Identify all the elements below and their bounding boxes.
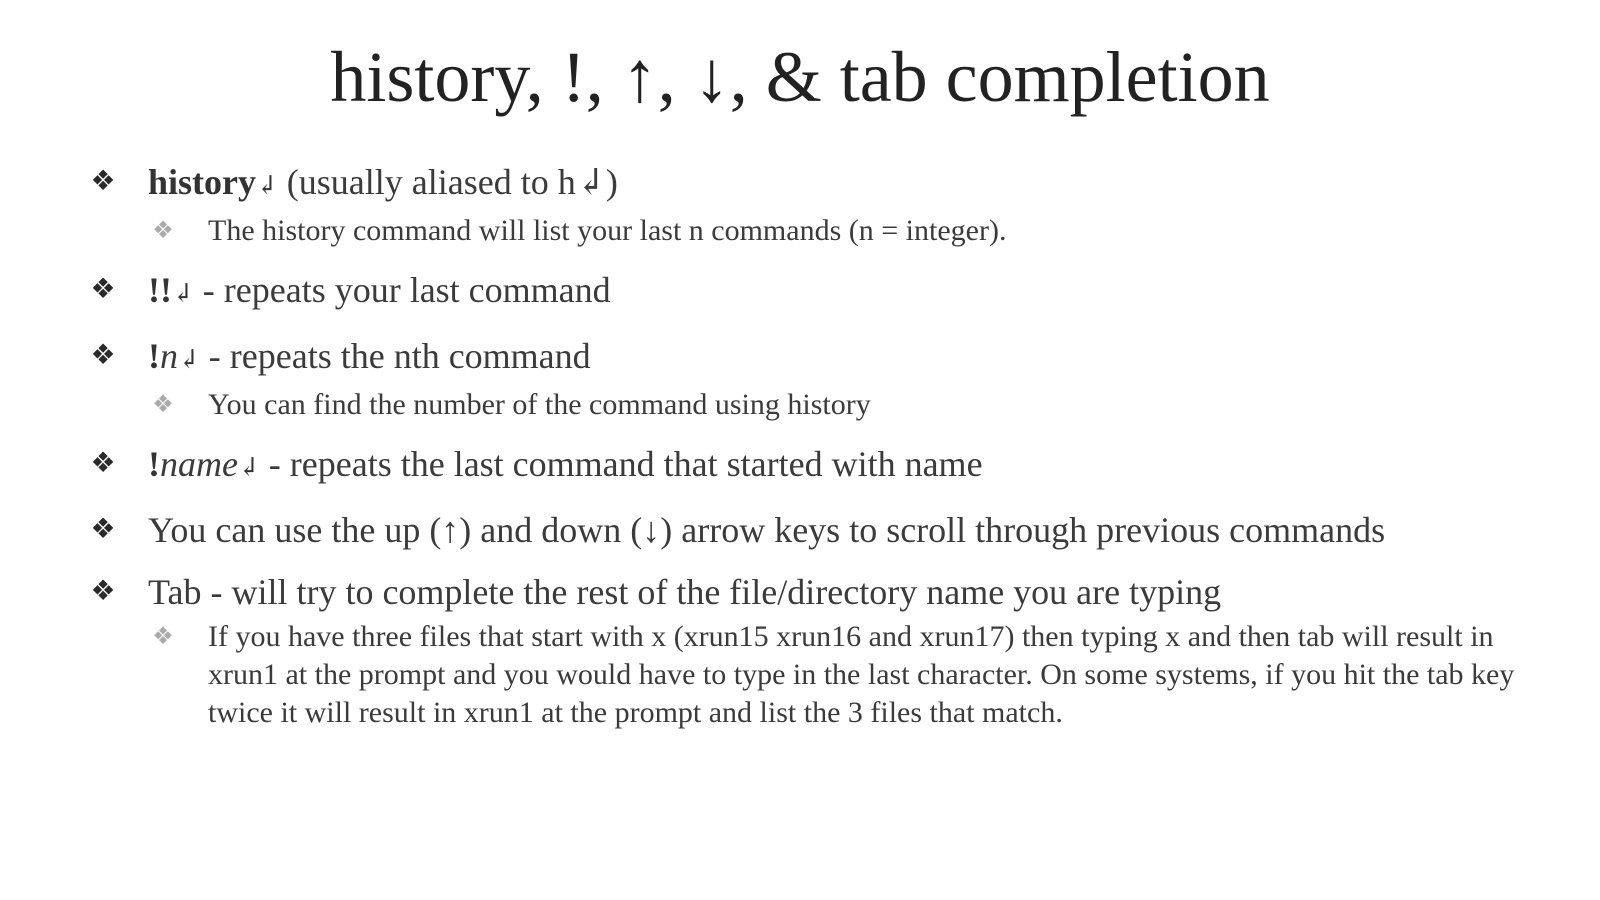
diamond-bullet-icon: ❖ [90, 166, 116, 197]
diamond-bullet-icon: ❖ [90, 340, 116, 371]
diamond-bullet-icon: ❖ [152, 392, 174, 418]
diamond-bullet-icon: ❖ [152, 624, 174, 650]
sub-bullet-bang-n: ❖ You can find the number of the command… [148, 386, 1518, 424]
bullet-bang-name: ❖ !name↲ - repeats the last command that… [88, 442, 1518, 490]
command-history: history [148, 162, 256, 202]
bullet-text: Tab - will try to complete the rest of t… [148, 572, 1222, 612]
command-arg-name: name [160, 444, 238, 484]
command-bang: ! [148, 336, 160, 376]
slide-title: history, !, ↑, ↓, & tab completion [330, 37, 1270, 117]
diamond-bullet-icon: ❖ [90, 274, 116, 305]
sub-bullet-history: ❖ The history command will list your las… [148, 212, 1518, 250]
diamond-bullet-icon: ❖ [152, 218, 174, 244]
bullet-text: (usually aliased to h↲) [277, 162, 618, 202]
enter-key-icon: ↲ [256, 171, 278, 200]
enter-key-icon: ↲ [171, 279, 194, 308]
bullet-bang-n: ❖ !n↲ - repeats the nth command ❖ You ca… [88, 334, 1518, 424]
diamond-bullet-icon: ❖ [90, 448, 116, 479]
bullet-text: - repeats the nth command [199, 336, 591, 376]
enter-key-icon: ↲ [178, 345, 200, 374]
command-arg-n: n [160, 336, 178, 376]
bullet-text: You can use the up (↑) and down (↓) arro… [148, 510, 1386, 550]
bullet-list: ❖ history↲ (usually aliased to h↲) ❖ The… [88, 160, 1518, 750]
sub-bullet-text: The history command will list your last … [208, 214, 1007, 247]
bullet-text: - repeats your last command [193, 270, 611, 310]
bullet-tab: ❖ Tab - will try to complete the rest of… [88, 570, 1518, 732]
command-bang-bang: !! [148, 270, 172, 310]
diamond-bullet-icon: ❖ [90, 576, 116, 607]
bullet-text: - repeats the last command that started … [259, 444, 983, 484]
command-bang: ! [148, 444, 160, 484]
sub-bullet-text: You can find the number of the command u… [208, 388, 871, 421]
diamond-bullet-icon: ❖ [90, 514, 116, 545]
sub-bullet-text: If you have three files that start with … [208, 620, 1515, 729]
bullet-history: ❖ history↲ (usually aliased to h↲) ❖ The… [88, 160, 1518, 250]
sub-bullet-tab: ❖ If you have three files that start wit… [148, 618, 1518, 732]
bullet-arrow-keys: ❖ You can use the up (↑) and down (↓) ar… [88, 508, 1518, 552]
enter-key-icon: ↲ [237, 453, 260, 482]
bullet-bang-bang: ❖ !!↲ - repeats your last command [88, 268, 1518, 316]
